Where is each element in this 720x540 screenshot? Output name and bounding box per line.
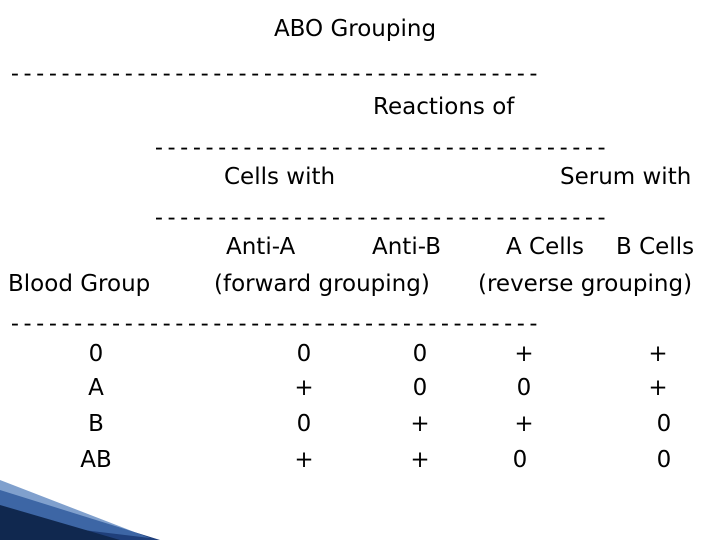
cell-anti-a: 0 xyxy=(296,341,312,367)
cell-a-cells: 0 xyxy=(512,447,528,473)
cell-anti-a: 0 xyxy=(296,411,312,437)
cell-group: A xyxy=(88,375,104,401)
col-a-cells: A Cells xyxy=(506,234,585,260)
cell-anti-b: 0 xyxy=(412,375,428,401)
divider-header: ----------------------------------------… xyxy=(8,314,540,334)
cell-b-cells: + xyxy=(648,375,668,401)
cell-group: 0 xyxy=(88,341,104,367)
cell-b-cells: 0 xyxy=(656,411,672,437)
cells-with-heading: Cells with xyxy=(224,164,336,190)
reactions-of-heading: Reactions of xyxy=(373,94,515,120)
cell-a-cells: 0 xyxy=(516,375,532,401)
cell-anti-a: + xyxy=(294,375,314,401)
divider-reactions: ------------------------------------ xyxy=(152,138,609,158)
col-blood-group: Blood Group xyxy=(8,271,151,297)
col-b-cells: B Cells xyxy=(616,234,695,260)
col-anti-b: Anti-B xyxy=(372,234,441,260)
cell-anti-b: + xyxy=(410,447,430,473)
forward-grouping-label: (forward grouping) xyxy=(214,271,430,297)
cell-a-cells: + xyxy=(514,411,534,437)
cell-b-cells: + xyxy=(648,341,668,367)
divider-top: ----------------------------------------… xyxy=(8,64,540,84)
cell-group: B xyxy=(88,411,104,437)
reverse-grouping-label: (reverse grouping) xyxy=(478,271,693,297)
serum-with-heading: Serum with xyxy=(560,164,692,190)
cell-anti-b: 0 xyxy=(412,341,428,367)
page-title: ABO Grouping xyxy=(273,16,437,42)
cell-a-cells: + xyxy=(514,341,534,367)
corner-decoration xyxy=(0,480,160,540)
col-anti-a: Anti-A xyxy=(226,234,296,260)
divider-cells-serum: ------------------------------------ xyxy=(152,208,609,228)
cell-anti-a: + xyxy=(294,447,314,473)
cell-anti-b: + xyxy=(410,411,430,437)
cell-b-cells: 0 xyxy=(656,447,672,473)
cell-group: AB xyxy=(80,447,112,473)
